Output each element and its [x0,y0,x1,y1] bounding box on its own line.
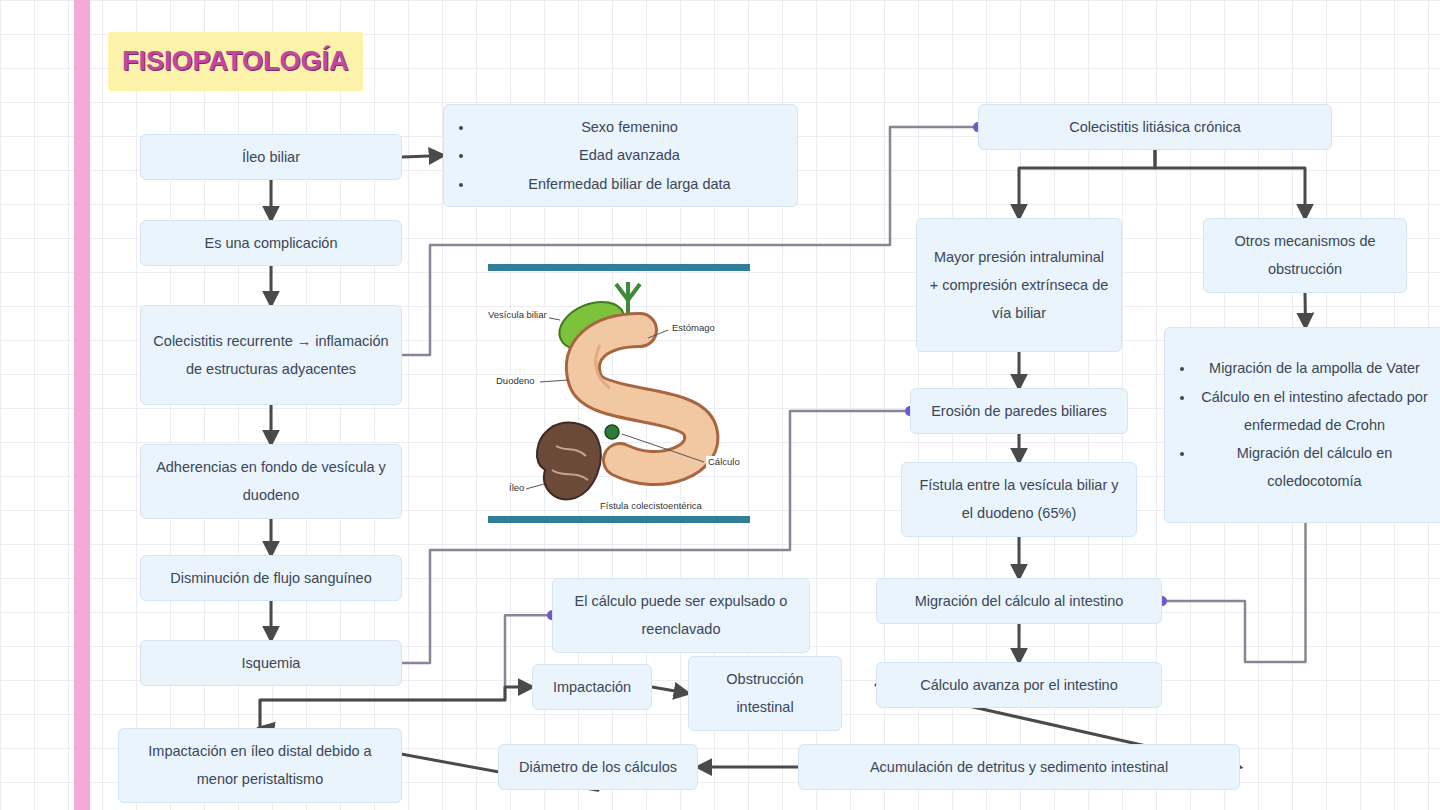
connector [698,766,798,769]
bullet-list: Sexo femeninoEdad avanzadaEnfermedad bil… [456,113,785,198]
connector [270,601,273,640]
node-text: Adherencias en fondo de vesícula y duode… [153,453,389,510]
bullet-box: Sexo femeninoEdad avanzadaEnfermedad bil… [443,104,798,207]
node-text: Otros mecanismos de obstrucción [1216,227,1394,284]
process-box: Impactación [532,664,652,710]
leader-line [622,434,704,462]
side-bar [74,0,90,810]
ileum [537,423,601,500]
connector [1155,150,1305,218]
bullet-item: Cálculo en el intestino afectado por enf… [1195,383,1434,440]
process-box: Es una complicación [140,220,402,266]
node-text: Erosión de paredes biliares [923,397,1115,425]
node-text: Diámetro de los cálculos [511,753,685,781]
bullet-item: Enfermedad biliar de larga data [474,170,785,198]
node-text: Colecistitis recurrente → inflamación de… [153,327,389,384]
process-box: Acumulación de detritus y sedimento inte… [798,744,1240,790]
node-text: Cálculo avanza por el intestino [889,671,1149,699]
process-box: El cálculo puede ser expulsado o reencla… [552,578,810,653]
bullet-item: Edad avanzada [474,141,785,169]
node-text: Acumulación de detritus y sedimento inte… [811,753,1227,781]
part-label: Duodeno [494,375,537,386]
process-box: Íleo biliar [140,134,402,180]
process-box: Migración del cálculo al intestino [876,578,1162,624]
frame-bar [488,264,750,271]
process-box: Obstrucción intestinal [688,656,842,731]
process-box: Colecistitis litiásica crónica [978,104,1332,150]
ileum-fold [552,446,588,480]
connector [270,405,273,444]
bullet-box: Migración de la ampolla de VaterCálculo … [1164,327,1440,523]
leader-line [540,380,568,382]
connector [1018,537,1021,579]
leader-line [526,484,544,489]
part-label: Vesícula biliar [486,309,549,320]
bullet-item: Sexo femenino [474,113,785,141]
connector [260,687,532,728]
connector [1019,150,1155,218]
process-box: Cálculo avanza por el intestino [876,662,1162,708]
part-label: Fístula colecistoentérica [598,500,704,511]
process-box: Mayor presión intraluminal + compresión … [916,218,1122,352]
connector [402,411,910,663]
node-text: Isquemia [153,649,389,677]
node-text: Es una complicación [153,229,389,257]
mucosa-fold [596,345,610,388]
leader-line [648,330,668,338]
connector [1018,352,1021,388]
part-label: Cálculo [706,456,742,467]
connector [402,155,443,157]
node-text: Colecistitis litiásica crónica [991,113,1319,141]
node-text: Mayor presión intraluminal + compresión … [929,243,1109,328]
process-box: Diámetro de los cálculos [498,744,698,790]
gallstone [605,425,619,439]
node-text: El cálculo puede ser expulsado o reencla… [565,587,797,644]
node-text: Impactación [545,673,639,701]
node-text: Disminución de flujo sanguíneo [153,564,389,592]
node-text: Migración del cálculo al intestino [889,587,1149,615]
process-box: Fístula entre la vesícula biliar y el du… [901,462,1137,537]
process-box: Erosión de paredes biliares [910,388,1128,434]
process-box: Impactación en íleo distal debido a meno… [118,728,402,803]
connector [652,687,688,693]
connector [1162,523,1306,662]
node-text: Impactación en íleo distal debido a meno… [131,737,389,794]
part-label: Íleo [507,482,526,493]
process-box: Colecistitis recurrente → inflamación de… [140,305,402,405]
title: FISIOPATOLOGÍA [108,32,363,91]
connector [1304,293,1308,328]
connector [1018,624,1021,662]
bullet-item: Migración del cálculo en coledocotomía [1195,439,1434,496]
process-box: Disminución de flujo sanguíneo [140,555,402,601]
frame-bar [488,516,750,523]
connector [1018,434,1021,462]
node-text: Fístula entre la vesícula biliar y el du… [914,471,1124,528]
connector [270,266,273,305]
connector [270,180,273,220]
node-text: Íleo biliar [153,143,389,171]
process-box: Isquemia [140,640,402,686]
node-text: Obstrucción intestinal [701,665,829,722]
part-label: Estómago [670,322,717,333]
bullet-list: Migración de la ampolla de VaterCálculo … [1177,354,1434,495]
bullet-item: Migración de la ampolla de Vater [1195,354,1434,382]
process-box: Adherencias en fondo de vesícula y duode… [140,444,402,519]
process-box: Otros mecanismos de obstrucción [1203,218,1407,293]
connector [270,519,273,556]
